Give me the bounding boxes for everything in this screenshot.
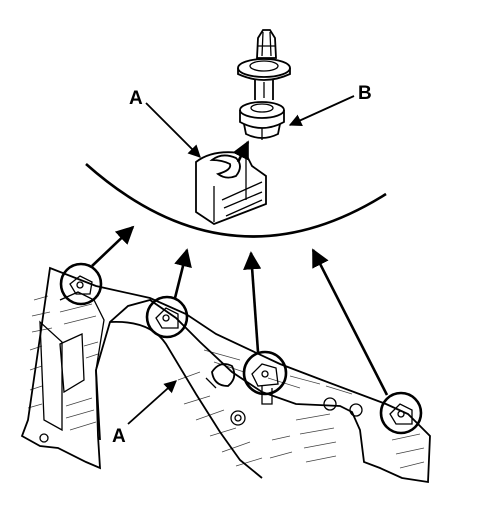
pillar-trim-panel [20, 266, 431, 484]
clip-location-3 [242, 350, 288, 396]
callout-a-top: A [129, 88, 143, 109]
clip-locations [59, 262, 423, 435]
clip-mount-tab [195, 151, 267, 226]
clip-location-4 [379, 391, 423, 435]
removal-arrow [232, 140, 250, 163]
callout-a-bottom: A [112, 426, 126, 447]
clip-location-1 [59, 262, 103, 306]
detail-boundary-arc [85, 163, 387, 238]
trim-clip [237, 29, 291, 140]
leader-a-top [145, 102, 201, 158]
callout-b: B [358, 83, 372, 104]
leader-b [288, 95, 355, 127]
clip-location-2 [145, 295, 189, 339]
leader-a-bottom [127, 380, 177, 425]
location-arrows [91, 225, 389, 396]
